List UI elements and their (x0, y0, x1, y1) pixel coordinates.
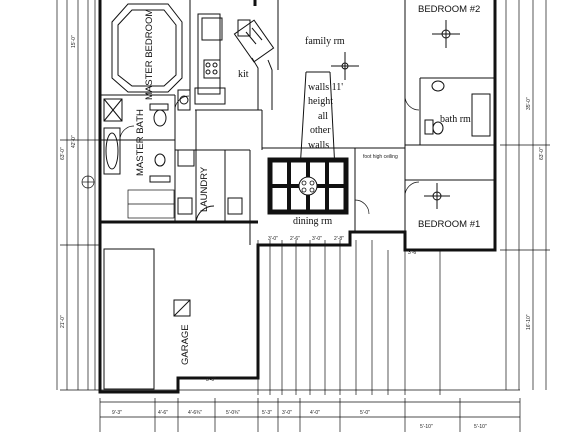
kitchen-fixtures (177, 13, 275, 111)
bedroom1-label: BEDROOM #1 (418, 219, 480, 230)
foot-ceiling-note: foot high ceiling (363, 154, 398, 160)
closet-hatching (81, 175, 175, 219)
laundry-label: LAUNDRY (199, 166, 210, 212)
ceiling-note-line-4: other (310, 125, 331, 136)
dim-misc-2: 2'-6" (290, 236, 300, 242)
dim-left-upper: 15'-0" (71, 35, 77, 48)
bedroom1-ceiling-fan (424, 183, 450, 209)
dim-bottom-9: 5'-10" (420, 424, 433, 430)
bedroom2-ceiling-fan (432, 20, 460, 48)
doors (119, 95, 420, 215)
dim-right-upper: 35'-0" (526, 97, 532, 110)
dining-table (267, 157, 349, 215)
laundry-fixtures (177, 149, 243, 223)
dim-bottom-5: 5'-3" (262, 410, 272, 416)
dim-misc-4: 2'-8" (334, 236, 344, 242)
dim-bottom-6: 3'-0" (282, 410, 292, 416)
exterior-walls (98, 0, 497, 394)
dining-room-label: dining rm (293, 216, 332, 227)
dim-bottom-1: 9'-3" (112, 410, 122, 416)
dim-left-lower: 21'-0" (60, 315, 66, 328)
dim-left-outer: 63'-0" (60, 147, 66, 160)
interior-walls (100, 0, 495, 245)
garage-label: GARAGE (180, 324, 191, 365)
dim-bottom-10: 5'-10" (474, 424, 487, 430)
dim-misc-1: 3'-0" (268, 236, 278, 242)
dim-bottom-8: 5'-0" (360, 410, 370, 416)
dim-misc-6: 3'-0" (206, 377, 216, 383)
dim-garage-right: 16'-10" (526, 314, 532, 330)
master-bath-label: MASTER BATH (135, 109, 146, 176)
ceiling-note-line-3: all (318, 111, 328, 122)
dim-misc-5: 3'-6" (408, 250, 418, 256)
dim-right-outer: 63'-0" (539, 147, 545, 160)
family-room-label: family rm (305, 36, 345, 47)
master-bedroom-ceiling (111, 3, 183, 93)
kitchen-label: kit (238, 69, 249, 80)
garage-marker (103, 248, 191, 390)
dim-misc-3: 3'-0" (312, 236, 322, 242)
dim-bottom-4: 5'-0¾" (226, 410, 240, 416)
ceiling-note-line-5: walls (308, 140, 329, 151)
bath-fixtures (424, 80, 491, 137)
bath-label: bath rm (440, 114, 471, 125)
master-bedroom-label: MASTER BEDROOM (144, 9, 155, 100)
dim-left-mid: 42'-0" (71, 135, 77, 148)
dimension-lines (56, 0, 550, 432)
ceiling-note-line-1: walls 11' (308, 82, 343, 93)
ceiling-note-line-2: height (308, 96, 333, 107)
dim-bottom-2: 4'-6" (158, 410, 168, 416)
family-ceiling-fan (331, 52, 359, 80)
dim-bottom-7: 4'-0" (310, 410, 320, 416)
master-bath-fixtures (103, 98, 171, 183)
bedroom2-label: BEDROOM #2 (418, 4, 480, 15)
dim-bottom-3: 4'-6¾" (188, 410, 202, 416)
